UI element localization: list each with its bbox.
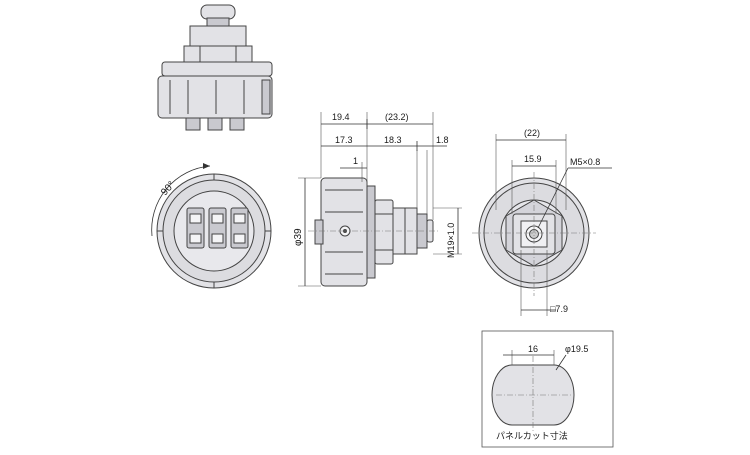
overall-right-label: (23.2)	[385, 112, 409, 122]
mid-width-label: 18.3	[384, 135, 402, 145]
cutout-diameter-label: φ19.5	[565, 344, 588, 354]
head-width-label: 19.4	[332, 112, 350, 122]
rotation-arc	[151, 165, 211, 237]
diameter-label: φ39	[293, 228, 304, 246]
body-width-label: 17.3	[335, 135, 353, 145]
rear-view: (22) 15.9 M5×0.8 □7.9	[472, 128, 612, 316]
top-view	[157, 4, 273, 131]
side-view: 19.4 (23.2) 17.3 18.3 1.8 1 φ39 M19×1.0	[293, 112, 462, 287]
rear-inner-width-label: 15.9	[524, 154, 542, 164]
step-label: 1	[353, 156, 358, 166]
cutout-width-label: 16	[528, 344, 538, 354]
screw-label: M5×0.8	[570, 157, 600, 167]
square-shaft-label: □7.9	[550, 304, 568, 314]
front-view: 90°	[151, 163, 272, 289]
tip-width-label: 1.8	[436, 135, 449, 145]
rear-overall-width-label: (22)	[524, 128, 540, 138]
cutout-caption: パネルカット寸法	[496, 430, 568, 441]
thread-label: M19×1.0	[446, 223, 456, 258]
panel-cutout-box: 16 φ19.5 パネルカット寸法	[481, 330, 614, 448]
